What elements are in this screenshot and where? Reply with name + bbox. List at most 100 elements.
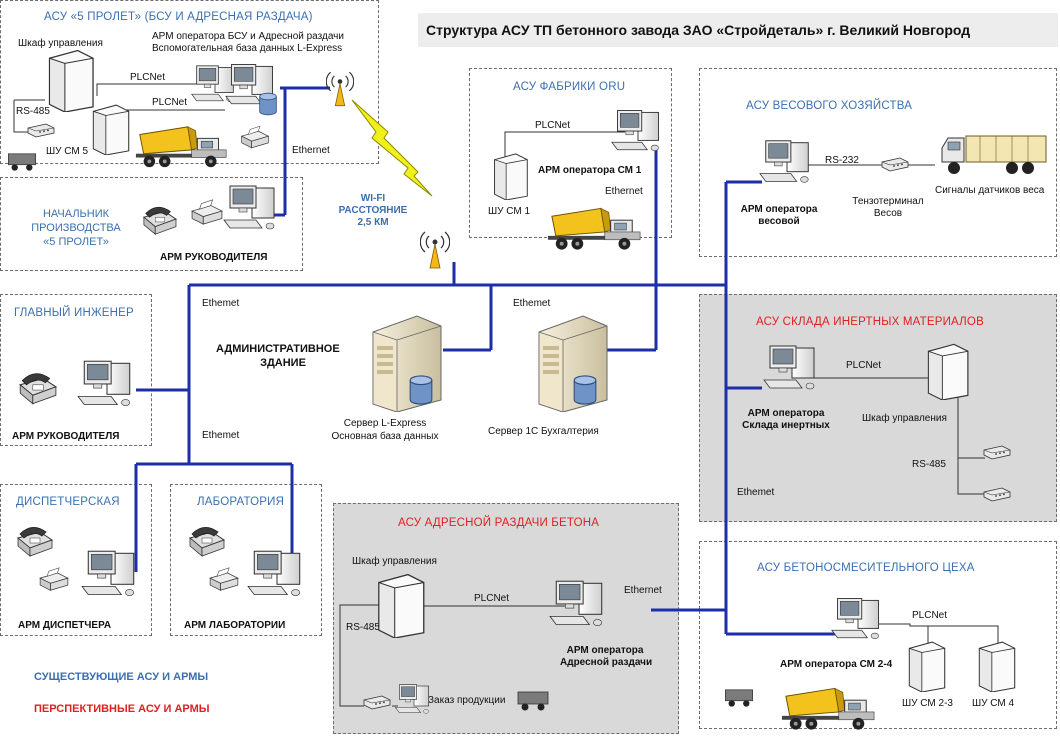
tensoterminal-label-2: Весов (873, 208, 903, 219)
page-title: Структура АСУ ТП бетонного завода ЗАО «С… (418, 13, 1058, 47)
dispatch-arm-label: АРМ ДИСПЕТЧЕРА (18, 620, 112, 631)
phone-icon (14, 524, 54, 560)
module-icon (982, 444, 1012, 460)
computer-icon (610, 108, 666, 156)
order-label: Заказ продукции (428, 695, 506, 706)
legend-existing: СУЩЕСТВУЮЩИЕ АСУ И АРМЫ (34, 671, 209, 683)
computer-icon (222, 184, 282, 234)
arm-bsu-label-2: Вспомогательная база данных L-Express (152, 43, 343, 54)
antenna-icon (326, 70, 354, 108)
plcnet-label: PLCNet (535, 120, 571, 131)
plcnet-label: PLCNet (474, 593, 510, 604)
zone-inert-title: АСУ СКЛАДА ИНЕРТНЫХ МАТЕРИАЛОВ (756, 316, 984, 328)
tensoterminal-label-1: Тензотерминал (852, 196, 924, 207)
arm-weight-label-2: весовой (758, 216, 800, 227)
arm-inert-label-2: Склада инертных (742, 420, 830, 431)
ethernet-label: Ethernet (605, 186, 643, 197)
arm-sm24-label: АРМ оператора СМ 2-4 (780, 659, 893, 670)
computer-icon (246, 548, 308, 602)
zone-5-prolet (0, 0, 379, 164)
phone-icon (140, 204, 178, 238)
lab-arm-label: АРМ ЛАБОРАТОРИИ (184, 620, 286, 631)
arm-bsu-label-1: АРМ оператора БСУ и Адресной раздачи (152, 31, 344, 42)
zone-lab (170, 484, 322, 636)
cabinet-icon (372, 572, 428, 638)
mixer-truck-icon (780, 686, 878, 732)
ethernet-label: Ethernet (624, 585, 662, 596)
database-icon (408, 374, 434, 406)
ethernet-label: Ethemet (202, 298, 240, 309)
engineer-arm-label: АРМ РУКОВОДИТЕЛЯ (12, 431, 120, 442)
plcnet-label: PLCNet (152, 97, 188, 108)
cabinet-icon (490, 152, 530, 200)
plcnet-label: PLCNet (912, 610, 948, 621)
module-icon (26, 122, 56, 138)
chief-arm-label: АРМ РУКОВОДИТЕЛЯ (160, 252, 268, 263)
mixer-truck-icon (134, 124, 230, 170)
zone-dispatch-title: ДИСПЕТЧЕРСКАЯ (16, 496, 120, 508)
ethernet-label: Ethemet (737, 487, 775, 498)
arm-address-label-2: Адресной раздачи (560, 657, 653, 668)
zone-address (333, 503, 679, 734)
zone-5-prolet-title: АСУ «5 ПРОЛЕТ» (БСУ И АДРЕСНАЯ РАЗДАЧА) (44, 11, 313, 23)
zone-address-title: АСУ АДРЕСНОЙ РАЗДАЧИ БЕТОНА (398, 517, 600, 529)
arm-weight-label-1: АРМ оператора (740, 204, 818, 215)
ethernet-label: Ethemet (513, 298, 551, 309)
chief-title-2: ПРОИЗВОДСТВА (31, 222, 121, 234)
cabinet-icon (922, 342, 972, 400)
server-1c-label: Сервер 1С Бухгалтерия (488, 426, 599, 437)
printer-icon (240, 124, 270, 150)
database-icon (258, 92, 278, 116)
database-icon (572, 374, 598, 406)
arm-address-label-1: АРМ оператора (566, 645, 644, 656)
zone-lab-title: ЛАБОРАТОРИЯ (197, 496, 285, 508)
wifi-label-1: WI-FI (360, 193, 386, 204)
shu-sm4-label: ШУ СМ 4 (972, 698, 1015, 709)
weighing-truck-icon (938, 130, 1052, 176)
shu-sm23-label: ШУ СМ 2-3 (902, 698, 953, 709)
printer-icon (38, 566, 70, 592)
zone-engineer-title: ГЛАВНЫЙ ИНЖЕНЕР (14, 307, 134, 319)
cabinet-label: Шкаф управления (352, 556, 437, 567)
rs485-label: RS-485 (346, 622, 380, 633)
antenna-icon (420, 230, 450, 270)
zone-dispatch (0, 484, 152, 636)
computer-icon (830, 596, 886, 644)
cabinet-label: Шкаф управления (862, 413, 947, 424)
arm-inert-label-1: АРМ оператора (747, 408, 825, 419)
zone-weight (699, 68, 1057, 257)
zone-engineer (0, 294, 152, 446)
cabinet-icon (904, 640, 948, 692)
printer-icon (190, 198, 224, 226)
zone-oru-title: АСУ ФАБРИКИ ORU (513, 81, 626, 93)
computer-icon (758, 138, 816, 188)
phone-icon (16, 370, 58, 408)
phone-icon (186, 524, 226, 560)
shu-sm5-label: ШУ СМ 5 (46, 146, 89, 157)
rs485-label: RS-485 (16, 106, 50, 117)
module-icon (880, 156, 910, 172)
server-icon (366, 312, 448, 412)
legend-planned: ПЕРСПЕКТИВНЫЕ АСУ И АРМЫ (34, 703, 210, 715)
computer-icon (80, 548, 142, 602)
wifi-label-3: 2,5 КМ (357, 217, 389, 228)
computer-icon (762, 344, 822, 394)
computer-icon (76, 358, 138, 412)
mixer-truck-icon (546, 206, 644, 252)
ethernet-label: Ethemet (202, 430, 240, 441)
plcnet-label: PLCNet (130, 72, 166, 83)
zone-chief (0, 177, 303, 271)
shu-sm1-label: ШУ СМ 1 (488, 206, 531, 217)
cabinet-label: Шкаф управления (18, 38, 103, 49)
rs485-label: RS-485 (912, 459, 946, 470)
rs232-label: RS-232 (825, 155, 859, 166)
module-icon (362, 694, 392, 710)
zone-mixing (699, 541, 1057, 729)
chief-title-1: НАЧАЛЬНИК (42, 208, 110, 220)
module-icon (982, 486, 1012, 502)
server-lexpress-label-2: Основная база данных (331, 431, 439, 442)
wagon-icon (722, 688, 756, 708)
zone-weight-title: АСУ ВЕСОВОГО ХОЗЯЙСТВА (746, 100, 913, 112)
wifi-label-2: РАССТОЯНИЕ (338, 205, 408, 216)
computer-icon (548, 578, 610, 632)
